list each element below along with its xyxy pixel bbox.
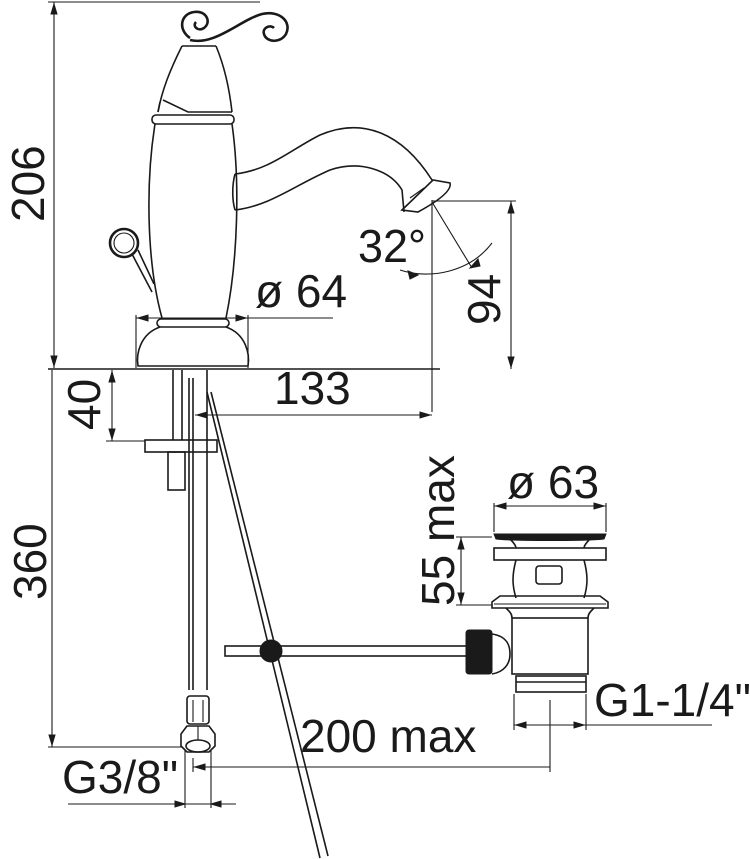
dim-label-base-diameter: ø 64 [255,265,347,317]
dim-angle [399,201,493,280]
dim-94-lines [431,200,516,412]
popup-waste [491,533,609,693]
dim-64-lines [135,314,333,368]
dim-label-spout-height: 94 [458,274,510,325]
dim-label-angle: 32° [358,220,426,272]
dim-40-lines [106,370,145,442]
faucet-body [136,123,250,367]
dim-55-lines [456,536,492,606]
dim-label-tail-length: 40 [58,379,110,430]
dim-label-hose-thread: G3/8" [62,751,178,803]
cartridge-cap [151,45,235,125]
dim-200-lines [192,700,551,772]
dim-206-lines [48,1,440,370]
dim-label-waste-height: 55 max [412,455,464,606]
dim-g114-lines [513,694,712,730]
spout [231,127,451,213]
dim-133-lines [195,411,432,419]
hose-nut [180,695,216,753]
dim-label-spout-reach: 133 [274,362,351,414]
mounting-tail [144,370,329,859]
pull-rod [224,629,493,675]
dim-label-waste-thread: G1-1/4" [594,674,750,726]
dim-g38-lines [68,750,236,808]
dim-63-lines [493,502,607,532]
dim-360-lines [48,370,182,748]
dim-label-hose-length: 360 [4,523,56,600]
lever-scroll-icon [180,10,289,43]
dim-label-total-height: 206 [2,145,54,222]
dim-label-rod-reach: 200 max [300,710,476,762]
dim-label-waste-diameter: ø 63 [507,456,599,508]
popup-knob-icon [108,227,155,293]
